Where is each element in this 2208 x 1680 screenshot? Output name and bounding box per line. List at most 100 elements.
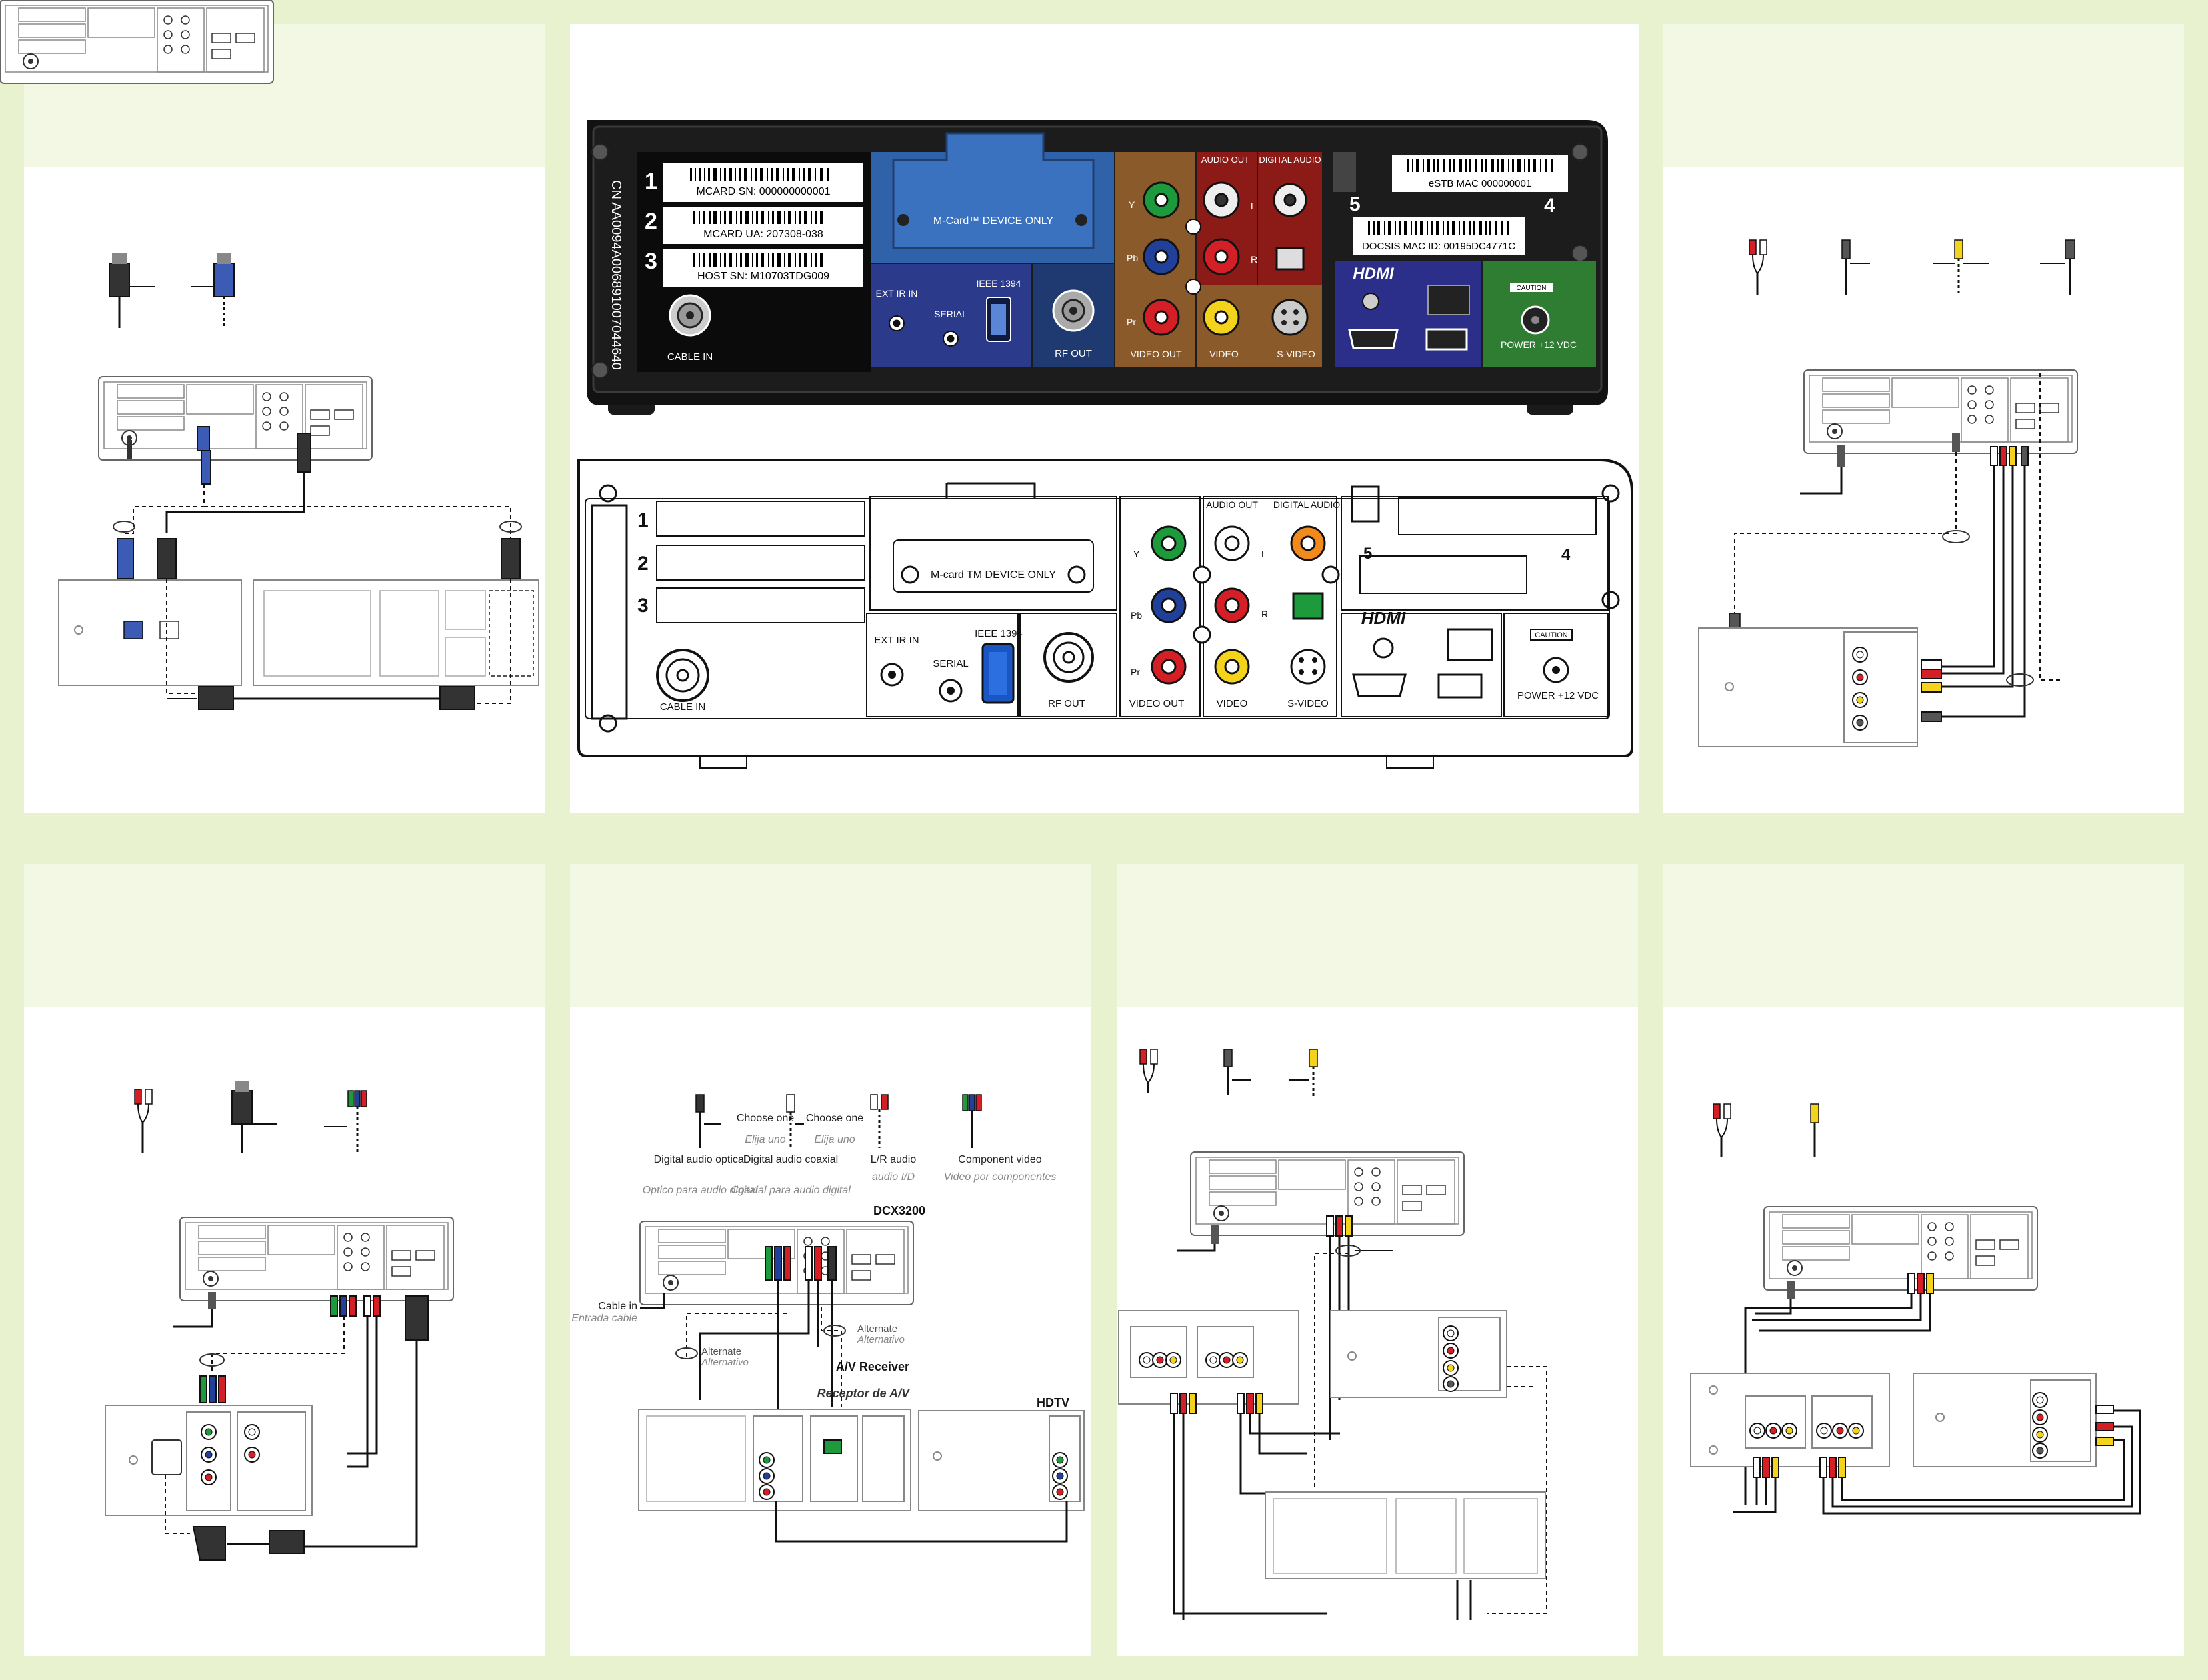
coax-cable-icon [1841, 239, 1870, 295]
svg-text:DIGITAL AUDIO: DIGITAL AUDIO [1259, 155, 1321, 165]
svg-text:SERIAL: SERIAL [934, 309, 967, 319]
cable-in-port: CABLE IN [667, 294, 713, 363]
svg-text:EXT IR IN: EXT IR IN [876, 288, 918, 299]
hdmi-cable-icon [231, 1081, 277, 1153]
panel-header [24, 864, 545, 1007]
svg-text:POWER +12 VDC: POWER +12 VDC [1517, 690, 1599, 701]
svg-text:POWER +12 VDC: POWER +12 VDC [1501, 339, 1577, 350]
panel-header [1117, 864, 1638, 1007]
svg-text:Pb: Pb [1131, 610, 1142, 621]
rca-cable-icon [134, 1089, 153, 1153]
svg-text:DOCSIS MAC ID: 00195DC4771C: DOCSIS MAC ID: 00195DC4771C [1362, 241, 1515, 252]
svg-text:M-Card™ DEVICE ONLY: M-Card™ DEVICE ONLY [933, 215, 1054, 227]
svg-text:DIGITAL AUDIO: DIGITAL AUDIO [1273, 499, 1340, 510]
label-host-sn: HOST SN: M10703TDG009 [663, 249, 863, 287]
svg-text:3: 3 [637, 595, 649, 617]
svg-text:4: 4 [1544, 195, 1555, 217]
power-section: CAUTION POWER +12 VDC [1483, 261, 1596, 367]
coax-audio-cable-icon [786, 1094, 804, 1148]
svg-text:Choose one: Choose one [806, 1113, 863, 1124]
tv-drawing [1698, 627, 1918, 747]
av-section: AUDIO OUT DIGITAL AUDIO Y Pb Pr L R [1115, 152, 1322, 367]
svg-text:A/V Receiver: A/V Receiver [836, 1360, 909, 1373]
svg-text:SERIAL: SERIAL [933, 658, 968, 669]
hdmi-section: HDMI [1335, 261, 1481, 367]
svg-text:CAUTION: CAUTION [1517, 285, 1547, 292]
svg-text:Alternativo: Alternativo [701, 1357, 749, 1368]
screw-icon [591, 143, 1589, 379]
component-cable-icon [324, 1090, 367, 1153]
video-cable-icon [1289, 1049, 1318, 1099]
set-top-box [0, 0, 274, 84]
dvi-cable-icon [191, 253, 235, 328]
slot-2-label: 2 [645, 209, 657, 234]
hdtv-drawing [918, 1410, 1085, 1511]
mcard-section: M-Card™ DEVICE ONLY [871, 132, 1114, 263]
svg-text:Video por componentes: Video por componentes [944, 1171, 1057, 1183]
slot-3-label: 3 [645, 249, 657, 274]
rca-cable-icon [1713, 1103, 1731, 1157]
color-rear-panel: 1 2 3 CN AA0094A006891007044640 MCARD SN… [587, 120, 1608, 415]
ir-serial-section: EXT IR IN SERIAL IEEE 1394 [871, 264, 1031, 367]
svg-text:IEEE 1394: IEEE 1394 [977, 278, 1021, 289]
receiver-drawing [638, 1409, 911, 1511]
svg-text:CAUTION: CAUTION [1535, 631, 1568, 639]
svg-text:RF OUT: RF OUT [1048, 698, 1085, 709]
svg-text:Coaxial para audio digital: Coaxial para audio digital [731, 1185, 851, 1196]
svg-text:DCX3200: DCX3200 [873, 1204, 925, 1217]
panel-header [1663, 864, 2184, 1007]
svg-text:Receptor de A/V: Receptor de A/V [817, 1387, 911, 1400]
svg-text:Alternativo: Alternativo [857, 1334, 905, 1345]
video-cable-icon [1810, 1103, 1819, 1157]
svg-text:audio I/D: audio I/D [872, 1171, 915, 1183]
line-panel-labels: 1 2 3 CABLE IN M-card TM DEVICE ONLY EXT… [637, 499, 1599, 713]
composite-connection-diagram [1698, 239, 2078, 747]
svg-text:R: R [1251, 254, 1257, 265]
svg-text:Y: Y [1129, 199, 1135, 210]
dvd-drawing [1690, 1373, 1890, 1467]
vcr-drawing [1118, 1310, 1299, 1405]
svg-text:HOST SN: M10703TDG009: HOST SN: M10703TDG009 [697, 271, 829, 282]
svg-text:Pr: Pr [1127, 317, 1136, 327]
svg-text:Optico para audio digital: Optico para audio digital [643, 1185, 758, 1196]
svg-text:L: L [1251, 201, 1256, 211]
receiver-drawing [1265, 1491, 1546, 1579]
svg-text:MCARD UA: 207308-038: MCARD UA: 207308-038 [703, 229, 823, 240]
hdmi-connection-diagram [58, 253, 539, 710]
receiver-connection-diagram: Choose one Elija uno Choose one Elija un… [571, 1094, 1085, 1543]
svg-text:HDMI: HDMI [1361, 608, 1406, 628]
svg-text:Entrada cable: Entrada cable [571, 1313, 637, 1324]
slot-numbers: 1 2 3 [645, 169, 657, 274]
rf-out-section: RF OUT [1033, 264, 1114, 367]
svg-text:VIDEO OUT: VIDEO OUT [1129, 698, 1185, 709]
optical-cable-icon [695, 1094, 721, 1148]
svg-text:Digital audio coaxial: Digital audio coaxial [743, 1154, 838, 1165]
hdmi-cable-icon [109, 253, 155, 328]
label-mcard-sn: MCARD SN: 000000000001 [663, 163, 863, 202]
svg-text:HDTV: HDTV [1037, 1396, 1069, 1409]
svg-text:EXT IR IN: EXT IR IN [874, 635, 919, 646]
component-connection-diagram [105, 1081, 454, 1561]
svideo-cable-icon [2040, 239, 2075, 295]
svg-text:AUDIO OUT: AUDIO OUT [1206, 499, 1258, 510]
svg-text:Pr: Pr [1131, 667, 1140, 677]
svg-text:Pb: Pb [1127, 253, 1138, 263]
svg-text:Elija uno: Elija uno [745, 1134, 785, 1145]
svg-text:M-card TM DEVICE ONLY: M-card TM DEVICE ONLY [931, 569, 1056, 581]
svg-text:RF OUT: RF OUT [1055, 348, 1092, 359]
svg-text:Cable in: Cable in [598, 1301, 637, 1312]
svg-text:AUDIO OUT: AUDIO OUT [1201, 155, 1249, 165]
svg-text:MCARD SN: 000000000001: MCARD SN: 000000000001 [696, 186, 830, 197]
rca-cable-icon [1749, 239, 1767, 295]
svg-text:Alternate: Alternate [701, 1346, 741, 1357]
svg-text:1: 1 [637, 509, 649, 531]
panel-header [1663, 24, 2184, 167]
svg-text:Y: Y [1133, 549, 1140, 559]
svg-text:5: 5 [1349, 193, 1361, 215]
svg-text:2: 2 [637, 553, 649, 575]
svg-text:S-VIDEO: S-VIDEO [1277, 349, 1315, 359]
tv-drawing [105, 1405, 313, 1516]
svg-text:Elija uno: Elija uno [814, 1134, 855, 1145]
svg-text:S-VIDEO: S-VIDEO [1287, 698, 1329, 709]
